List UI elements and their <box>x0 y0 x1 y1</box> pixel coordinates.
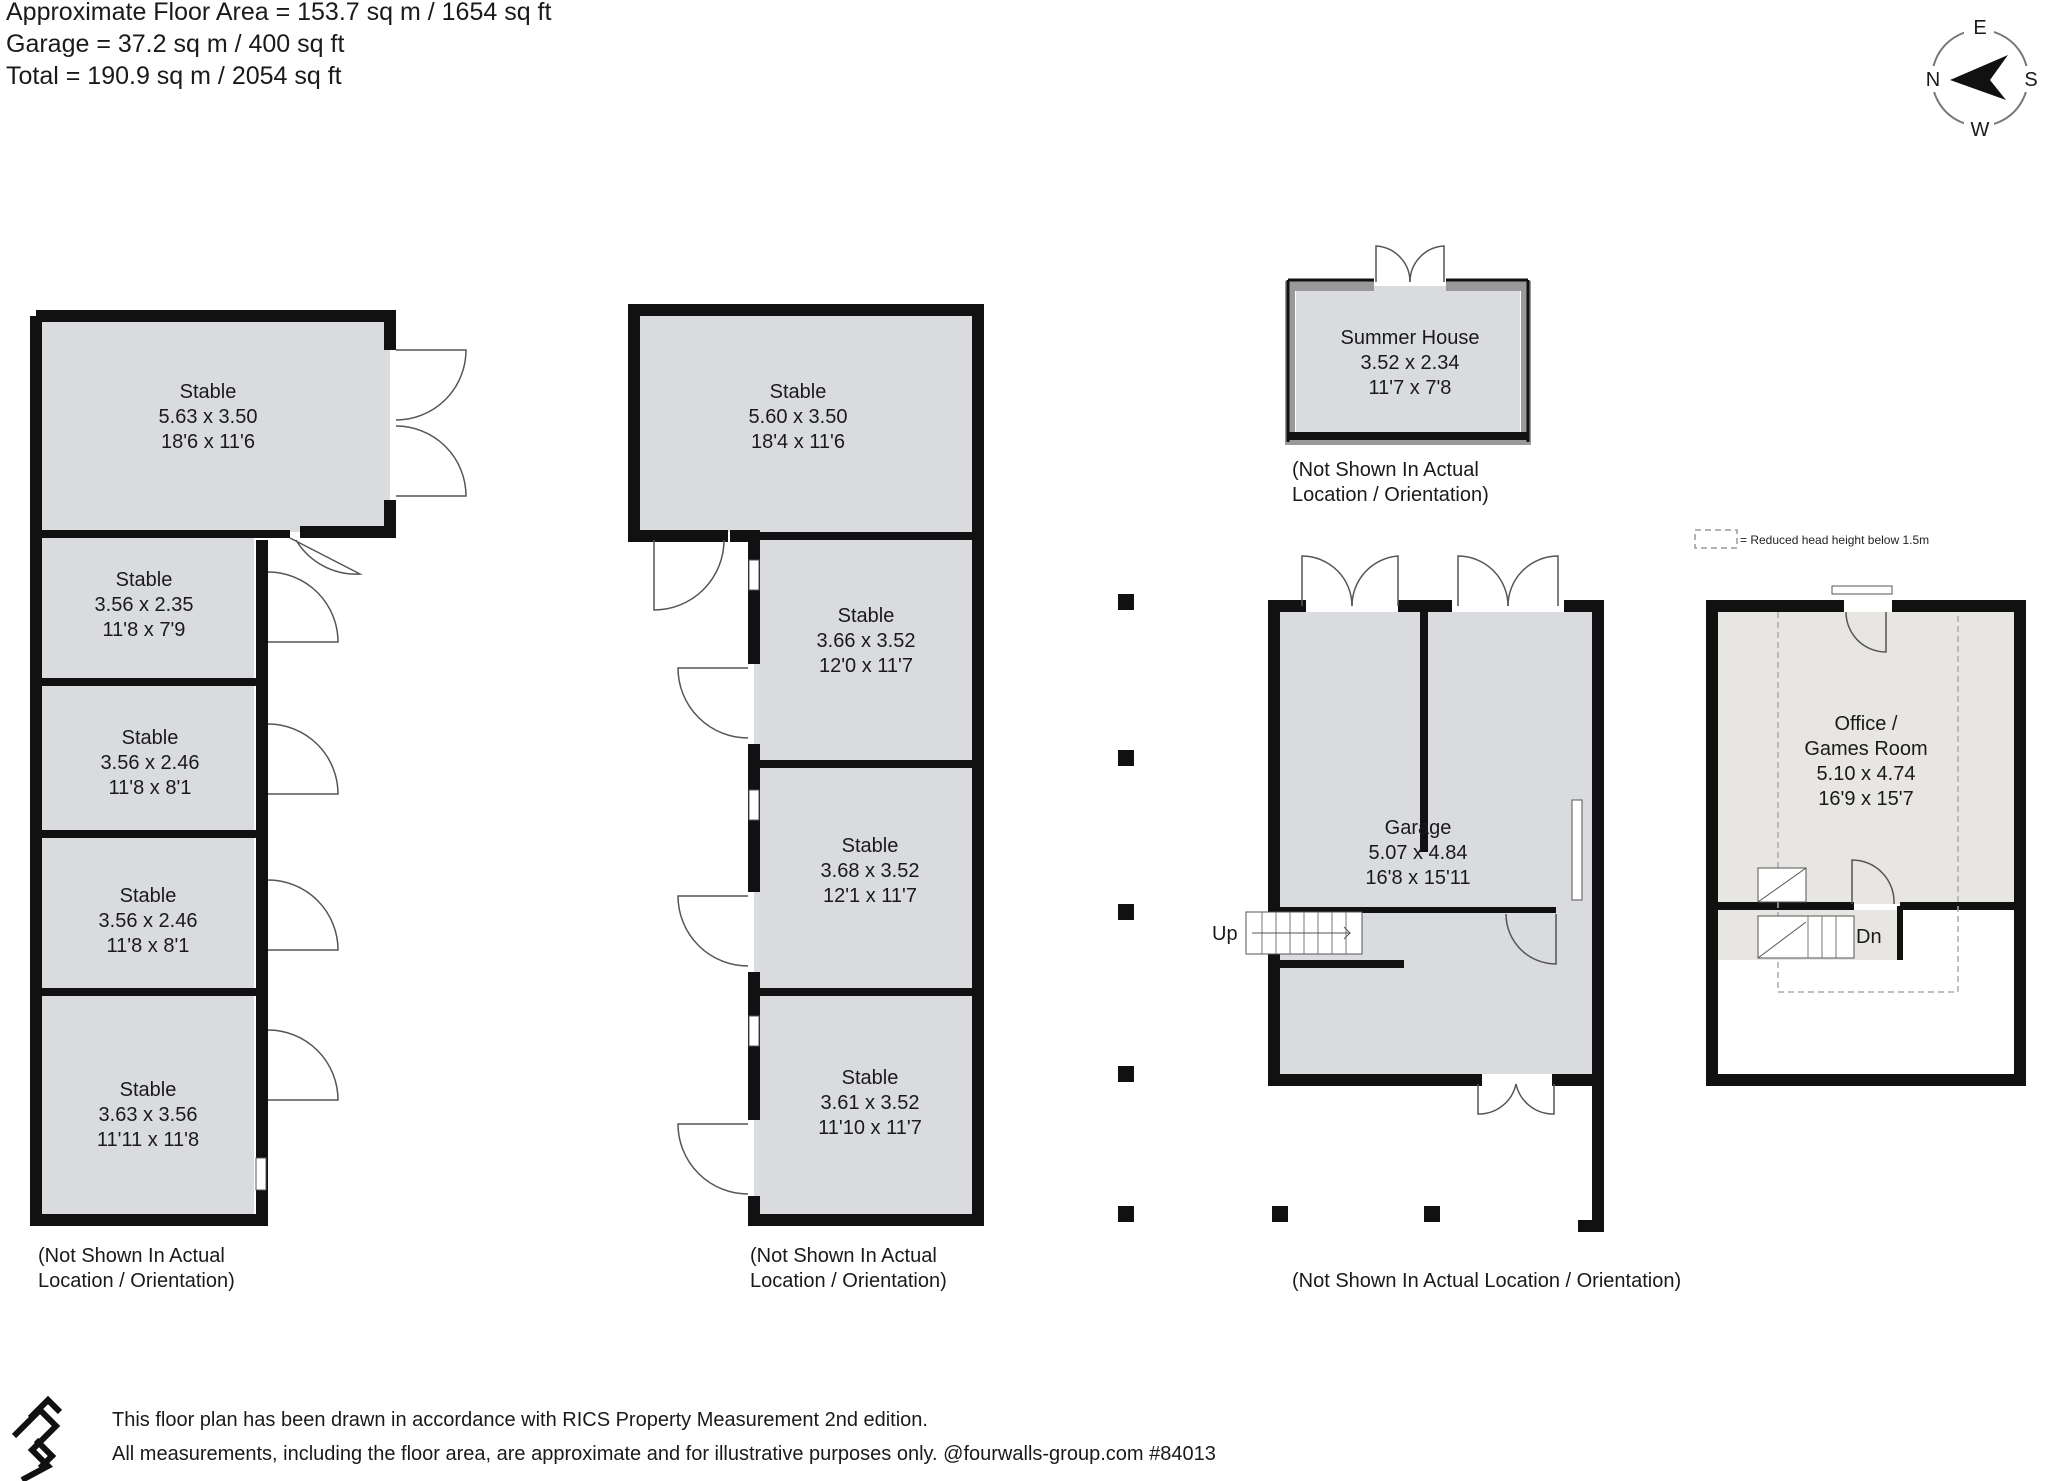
compass-e-label: E <box>1973 17 1986 39</box>
stable-room <box>36 538 254 678</box>
summer-house-room <box>1296 286 1520 434</box>
room-imperial: 12'0 x 11'7 <box>819 655 913 677</box>
window <box>748 559 760 591</box>
room-name: Stable <box>120 1079 177 1101</box>
walls <box>1268 600 1604 1232</box>
stable-block-1: Stable 5.63 x 3.50 18'6 x 11'6 Stable 3.… <box>30 310 467 1292</box>
compass-icon: E N S W <box>1920 16 2038 141</box>
stairs-down-label: Dn <box>1856 926 1882 948</box>
window <box>1571 799 1583 901</box>
room-metric: 5.07 x 4.84 <box>1369 842 1468 864</box>
footer-rics-text: This floor plan has been drawn in accord… <box>112 1409 928 1431</box>
stable-room <box>36 686 254 830</box>
room-name: Stable <box>122 727 179 749</box>
stable-room <box>36 996 254 1220</box>
location-note: (Not Shown In Actual <box>750 1245 937 1267</box>
room-name: Stable <box>116 569 173 591</box>
room-imperial: 18'4 x 11'6 <box>751 431 845 453</box>
room-metric: 3.52 x 2.34 <box>1361 352 1460 374</box>
room-imperial: 16'9 x 15'7 <box>1818 788 1914 810</box>
stable-room <box>754 540 978 760</box>
compass-w-label: W <box>1971 119 1990 141</box>
window <box>748 789 760 821</box>
room-name: Stable <box>842 1067 899 1089</box>
location-note: (Not Shown In Actual Location / Orientat… <box>1292 1270 1681 1292</box>
room-imperial: 12'1 x 11'7 <box>823 885 917 907</box>
room-name: Stable <box>842 835 899 857</box>
room-metric: 5.10 x 4.74 <box>1817 763 1916 785</box>
door <box>267 349 467 1101</box>
room-imperial: 11'8 x 8'1 <box>109 777 192 799</box>
room-metric: 5.63 x 3.50 <box>159 406 258 428</box>
location-note: Location / Orientation) <box>750 1270 947 1292</box>
room-metric: 3.56 x 2.46 <box>99 910 198 932</box>
room-metric: 3.63 x 3.56 <box>99 1104 198 1126</box>
room-metric: 3.56 x 2.35 <box>95 594 194 616</box>
room-imperial: 11'7 x 7'8 <box>1369 377 1452 399</box>
garage: Garage 5.07 x 4.84 16'8 x 15'11 Up (Not … <box>1118 555 1681 1292</box>
room-metric: 3.61 x 3.52 <box>821 1092 920 1114</box>
stairs-up-label: Up <box>1212 923 1238 945</box>
location-note: (Not Shown In Actual <box>1292 459 1479 481</box>
garage-area-text: Garage = 37.2 sq m / 400 sq ft <box>6 30 345 58</box>
garage-room <box>1280 612 1598 1074</box>
room-name: Stable <box>180 381 237 403</box>
stable-room <box>36 316 390 532</box>
legend: = Reduced head height below 1.5m <box>1694 529 1929 549</box>
window <box>255 1157 267 1191</box>
room-metric: 3.56 x 2.46 <box>101 752 200 774</box>
location-note: (Not Shown In Actual <box>38 1245 225 1267</box>
summer-house: Summer House 3.52 x 2.34 11'7 x 7'8 (Not… <box>1285 245 1531 506</box>
room-imperial: 11'11 x 11'8 <box>97 1129 199 1151</box>
door <box>653 539 749 1195</box>
location-note: Location / Orientation) <box>38 1270 235 1292</box>
total-area-text: Total = 190.9 sq m / 2054 sq ft <box>6 62 342 90</box>
room-imperial: 11'8 x 8'1 <box>107 935 190 957</box>
room-metric: 3.66 x 3.52 <box>817 630 916 652</box>
room-imperial: 11'10 x 11'7 <box>818 1117 922 1139</box>
compass-s-label: S <box>2024 69 2037 91</box>
fourwalls-logo-icon <box>11 1395 63 1481</box>
room-name: Stable <box>838 605 895 627</box>
room-metric: 3.68 x 3.52 <box>821 860 920 882</box>
compass-n-label: N <box>1926 69 1940 91</box>
door <box>1845 611 1895 905</box>
stable-room <box>754 768 978 988</box>
stairs-down <box>1757 867 1855 959</box>
room-imperial: 11'8 x 7'9 <box>103 619 186 641</box>
window <box>1831 585 1893 595</box>
stairs-up <box>1245 911 1363 955</box>
floor-area-text: Approximate Floor Area = 153.7 sq m / 16… <box>6 0 552 26</box>
legend-text: = Reduced head height below 1.5m <box>1740 533 1929 547</box>
location-note: Location / Orientation) <box>1292 484 1489 506</box>
room-name: Stable <box>770 381 827 403</box>
office-room <box>1718 612 2014 904</box>
stable-room <box>754 996 978 1218</box>
room-imperial: 18'6 x 11'6 <box>161 431 255 453</box>
room-name: Garage <box>1385 817 1452 839</box>
stable-room <box>634 316 978 532</box>
door <box>1375 245 1445 283</box>
office-games-room: Office / Games Room 5.10 x 4.74 16'9 x 1… <box>1706 585 2026 1086</box>
room-metric: 5.60 x 3.50 <box>749 406 848 428</box>
room-imperial: 16'8 x 15'11 <box>1365 867 1470 889</box>
room-name: Summer House <box>1341 327 1480 349</box>
posts <box>1118 594 1440 1222</box>
stable-block-2: Stable 5.60 x 3.50 18'4 x 11'6 Stable 3.… <box>628 304 984 1292</box>
room-name: Stable <box>120 885 177 907</box>
room-name: Office / <box>1835 713 1898 735</box>
window <box>748 1015 760 1047</box>
door <box>1301 555 1559 1115</box>
walls <box>1706 600 2026 1086</box>
stable-room <box>36 838 254 988</box>
room-name: Games Room <box>1804 738 1927 760</box>
footer-disclaimer-text: All measurements, including the floor ar… <box>112 1443 1216 1465</box>
walls <box>30 310 396 1226</box>
